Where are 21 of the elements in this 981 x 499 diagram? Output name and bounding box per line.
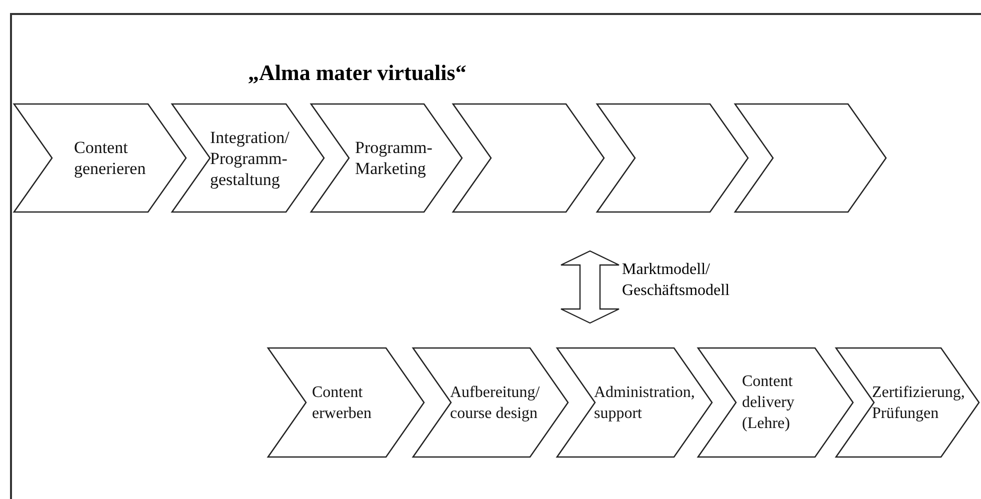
chevron-step: [836, 348, 979, 457]
chevron-step: [311, 104, 462, 212]
step-label: Zertifizierung, Prüfungen: [872, 382, 966, 424]
step-label: Content delivery (Lehre): [742, 372, 796, 434]
diagram-title: „Alma mater virtualis“: [248, 60, 466, 86]
step-label: Programm-Marketing: [355, 137, 434, 179]
step-label: Integration/ Programm-gestaltung: [210, 126, 290, 190]
chevron-step: [557, 348, 712, 457]
step-label: Administration, support: [594, 382, 696, 424]
chevron-step: [268, 348, 424, 457]
step-label: Content generieren: [74, 137, 147, 179]
chevron-step: [14, 104, 186, 212]
chevron-step: [453, 104, 604, 212]
chevron-step: [735, 104, 886, 212]
step-label: Content erwerben: [312, 382, 373, 424]
relation-label: Marktmodell/ Geschäftsmodell: [622, 260, 731, 301]
chevron-step: [172, 104, 324, 212]
chevron-step: [597, 104, 748, 212]
step-label: Aufbereitung/ course design: [450, 382, 541, 424]
chevron-step: [698, 348, 853, 457]
chevron-step: [413, 348, 568, 457]
